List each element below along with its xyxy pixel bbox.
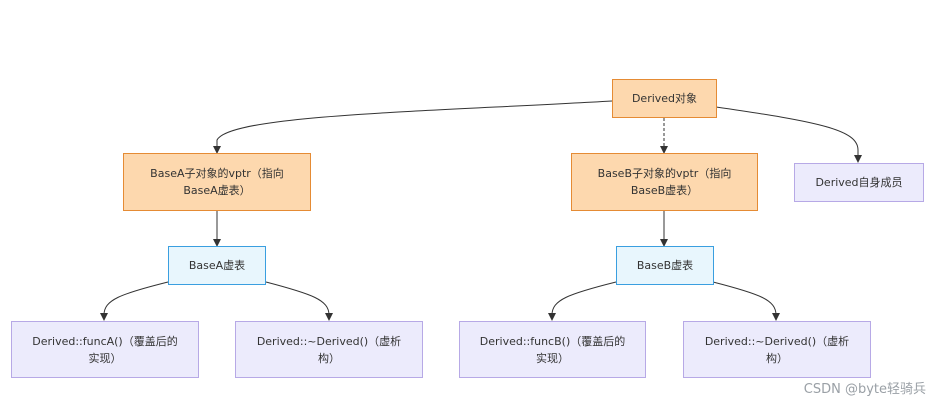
- derived-members-node: Derived自身成员: [794, 163, 924, 202]
- basea-vtable-node: BaseA虚表: [168, 246, 266, 285]
- edge-basea-vtable-to-funca: [100, 281, 169, 321]
- edge-baseb-vtable-to-dtor: [712, 281, 780, 321]
- funcb-node: Derived::funcB()（覆盖后的 实现）: [459, 321, 646, 378]
- edge-basea-vtable-to-dtor: [265, 281, 333, 321]
- dtor-b-node: Derived::~Derived()（虚析 构）: [683, 321, 871, 378]
- edge-object-to-basea-vptr: [213, 100, 613, 154]
- edge-object-to-members: [715, 106, 862, 163]
- baseb-vtable-node: BaseB虚表: [616, 246, 714, 285]
- watermark: CSDN @byte轻骑兵: [803, 382, 926, 397]
- basea-vptr-node: BaseA子对象的vptr（指向 BaseA虚表）: [123, 153, 311, 211]
- funca-node: Derived::funcA()（覆盖后的 实现）: [11, 321, 199, 378]
- edge-baseb-vtable-to-funcb: [548, 281, 617, 321]
- dtor-a-node: Derived::~Derived()（虚析 构）: [235, 321, 423, 378]
- derived-object-node: Derived对象: [612, 79, 717, 118]
- baseb-vptr-node: BaseB子对象的vptr（指向 BaseB虚表）: [571, 153, 758, 211]
